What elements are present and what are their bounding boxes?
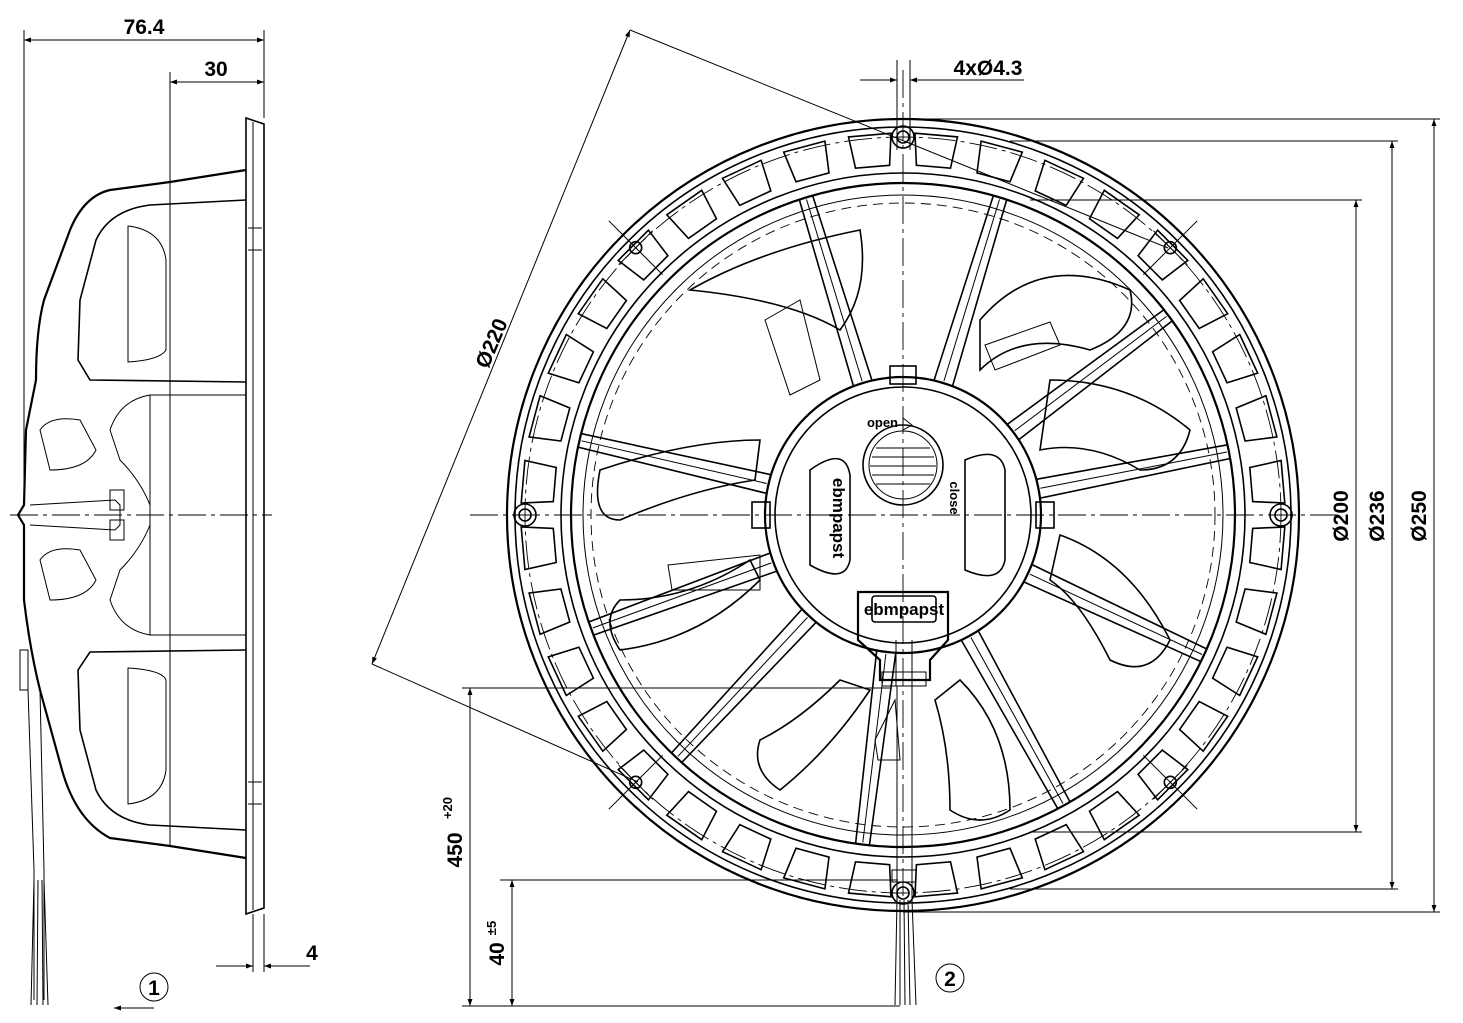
frame-slot	[1248, 526, 1286, 571]
frame-slot	[665, 790, 718, 841]
frame-slot	[1178, 700, 1229, 753]
frame-slot	[1137, 749, 1190, 802]
dim-d200: Ø200	[1330, 490, 1353, 541]
side-flange	[245, 116, 265, 916]
frame-slot	[914, 860, 959, 898]
hub-logo: ebmpapst	[829, 478, 848, 559]
callout-1-circle	[139, 972, 169, 1002]
frame-slot	[1248, 459, 1286, 504]
strut	[960, 629, 1072, 810]
mounting-hole	[628, 775, 643, 790]
dim-strip-length-tol: ±5	[484, 921, 499, 935]
frame-slot	[1034, 823, 1085, 871]
frame-slot	[914, 132, 959, 170]
dim-thickness: 4	[306, 942, 318, 965]
strut	[577, 432, 772, 495]
strut	[587, 551, 778, 637]
side-housing	[16, 168, 247, 860]
frame-slot	[721, 823, 772, 871]
frame-slot	[616, 749, 669, 802]
side-view: 76.4 30 4 1	[10, 16, 318, 1011]
frame-slot	[721, 159, 772, 207]
hub-top-clip	[889, 365, 917, 385]
frame-slot	[1034, 159, 1085, 207]
strut	[1035, 443, 1232, 500]
frame-slot	[577, 700, 628, 753]
callout-2: 2	[944, 968, 956, 991]
frame-slot	[976, 140, 1024, 183]
mounting-hole-boss	[891, 125, 915, 149]
frame-slot	[1211, 646, 1259, 697]
front-view: ebmpapst open close ebmpapst Ø220	[371, 29, 1440, 1007]
dim-strip-length: 40	[486, 942, 509, 965]
frame-slot	[782, 847, 830, 890]
frame-slot	[665, 189, 718, 240]
hub-logo-pill	[809, 457, 851, 575]
dim-cable-length: 450	[444, 832, 467, 867]
mounting-hole-boss	[1269, 503, 1293, 527]
label-close: close	[947, 481, 962, 514]
dim-d250: Ø250	[1408, 490, 1431, 541]
frame-slot	[1088, 189, 1141, 240]
strut	[1022, 563, 1208, 663]
connector-logo: ebmpapst	[864, 600, 945, 619]
callout-2-circle	[935, 963, 965, 993]
frame-slot	[616, 228, 669, 281]
dim-holes: 4xØ4.3	[954, 57, 1023, 80]
mounting-hole	[1163, 240, 1178, 255]
hub-outer	[763, 375, 1043, 655]
dim-flange: 30	[204, 58, 227, 81]
connector-label-box	[871, 595, 937, 623]
mounting-hole	[1274, 508, 1288, 522]
frame-slot	[847, 132, 892, 170]
connector-housing	[856, 590, 950, 682]
strut	[798, 194, 874, 388]
frame-slot	[1137, 228, 1190, 281]
label-open: open	[867, 415, 898, 430]
frame-slot	[782, 140, 830, 183]
frame-slot	[1211, 333, 1259, 384]
dim-bolt-circle: Ø220	[471, 315, 512, 371]
frame-slot	[528, 588, 571, 636]
frame-slot	[1235, 588, 1278, 636]
fan-blades	[596, 229, 1191, 821]
callout-1: 1	[148, 977, 160, 1000]
frame-slot	[976, 847, 1024, 890]
frame-slot	[528, 394, 571, 442]
frame-slot	[847, 860, 892, 898]
breather-grille	[870, 447, 936, 485]
dim-cable-length-tol: +20	[440, 797, 455, 819]
mounting-hole	[1163, 775, 1178, 790]
dim-depth: 76.4	[124, 16, 165, 39]
frame-slot	[1178, 277, 1229, 330]
frame-struts	[577, 194, 1232, 847]
frame-slot	[1235, 394, 1278, 442]
dim-d236: Ø236	[1366, 490, 1389, 541]
